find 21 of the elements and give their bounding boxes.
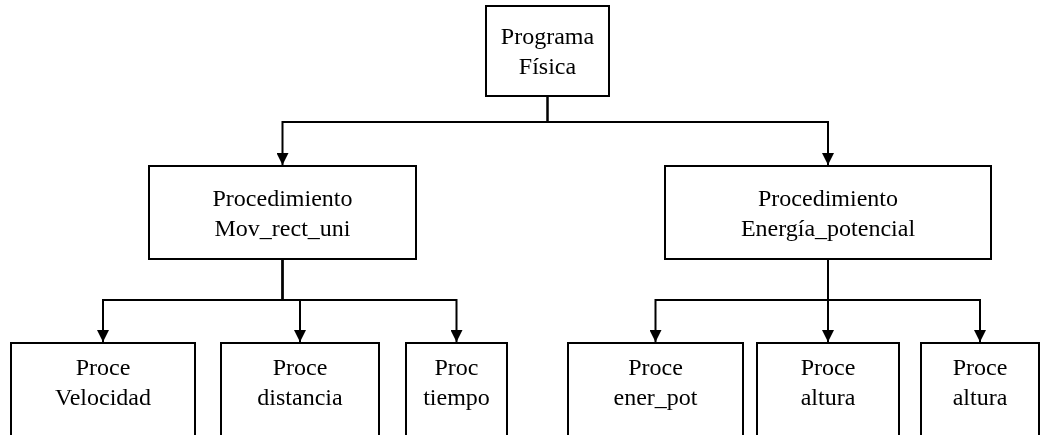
- box-label: Proce distancia: [256, 353, 344, 412]
- process-box: [10, 342, 196, 435]
- process-box: [567, 342, 744, 435]
- arrow: [281, 259, 463, 343]
- arrow: [546, 96, 834, 166]
- process-box: [485, 5, 610, 97]
- box-label: Proc tiempo: [422, 353, 491, 412]
- box-label: Proce Velocidad: [54, 353, 152, 412]
- box-label: Proce altura: [951, 353, 1009, 412]
- process-box: [664, 165, 992, 260]
- box-label: Procedimiento Energía_potencial: [739, 183, 917, 243]
- process-box: [920, 342, 1040, 435]
- box-label: Procedimiento Mov_rect_uni: [211, 183, 354, 243]
- box-label: Proce altura: [799, 353, 857, 412]
- box-label: Programa Física: [499, 22, 596, 81]
- process-box: [756, 342, 900, 435]
- arrow: [827, 259, 986, 343]
- process-box: [405, 342, 508, 435]
- box-label: Proce ener_pot: [612, 353, 699, 412]
- process-box: [148, 165, 417, 260]
- process-box: [220, 342, 380, 435]
